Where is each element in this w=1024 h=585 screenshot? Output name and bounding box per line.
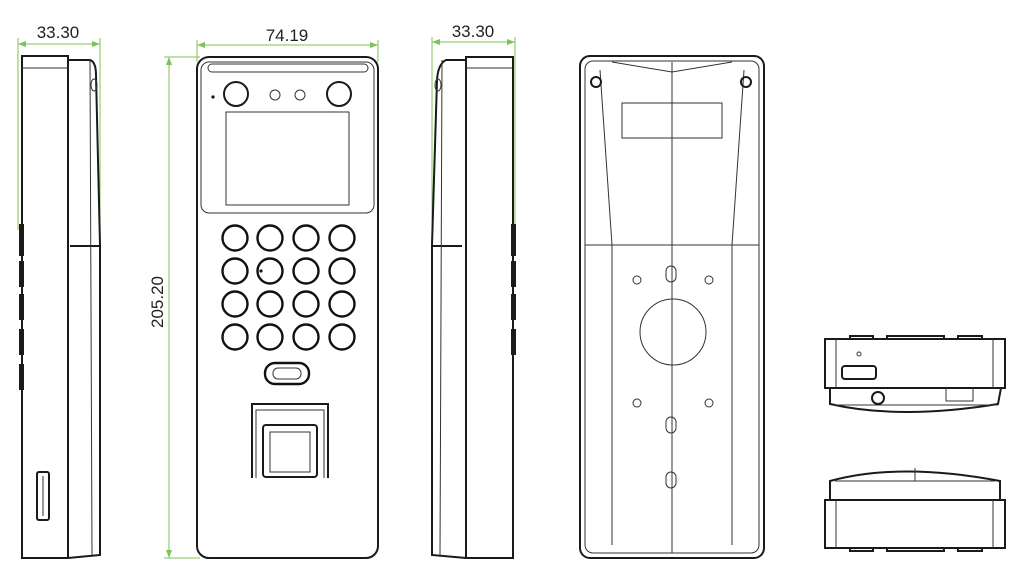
cable-hole [639,298,707,366]
dimension-label: 33.30 [37,23,80,42]
dimension-right-side: 33.30 [431,22,516,230]
right-side-view [431,56,516,559]
top-light-bar [207,63,369,73]
screw-icon [590,76,602,88]
dimension-left-side: 33.30 [17,23,101,230]
screw-icon [740,76,752,88]
audio-jack [871,391,885,405]
card-reader-button [263,361,311,386]
dimension-label: 33.30 [452,22,495,41]
dimension-label: 205.20 [148,276,167,328]
top-view [824,468,1006,552]
dimension-front-width: 74.19 [196,26,379,62]
camera-icon [223,81,249,107]
display-screen [225,111,350,206]
sensor-icon [269,89,281,101]
sensor-icon [294,89,306,101]
front-view [196,56,379,559]
dimension-label: 74.19 [266,26,309,45]
fingerprint-sensor [251,403,329,478]
keypad [221,224,356,351]
back-view [579,55,765,559]
usb-port [841,365,877,380]
speaker-grille [36,471,50,521]
bottom-view [824,335,1006,413]
dimension-front-height: 205.20 [148,56,200,559]
left-side-view [19,55,101,559]
camera-icon [326,81,352,107]
